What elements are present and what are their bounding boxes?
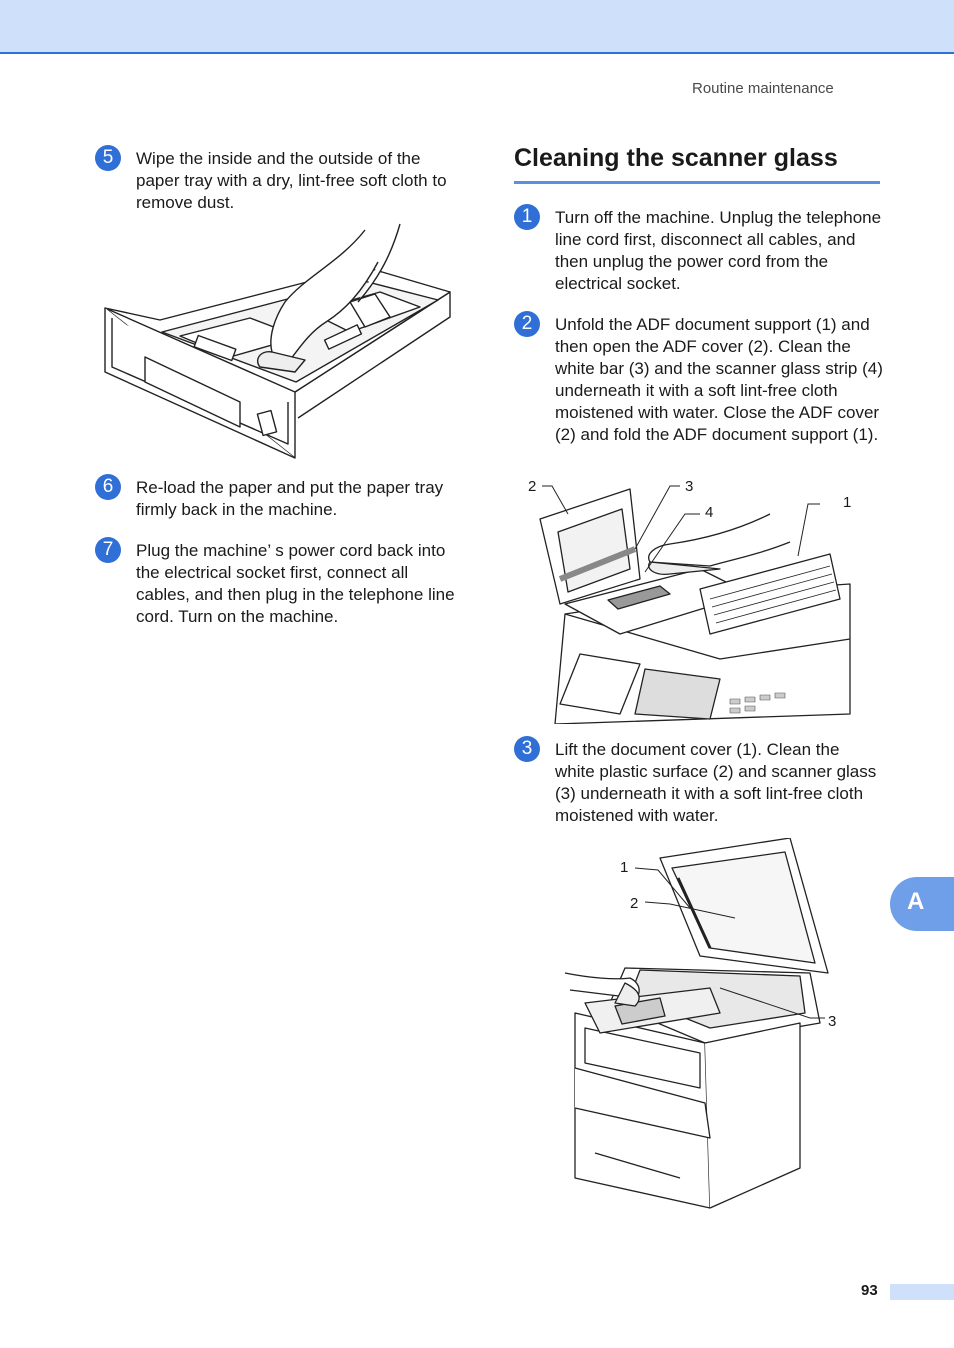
step-5: 5 Wipe the inside and the outside of the… [95,145,466,214]
step-text: Lift the document cover (1). Clean the w… [555,740,877,825]
step-number-badge: 2 [514,311,540,337]
top-header-band [0,0,954,54]
callout-2: 2 [528,478,536,495]
callout-1: 1 [843,494,851,511]
step-number-badge: 5 [95,145,121,171]
page-number: 93 [861,1282,878,1299]
scanner-glass-illustration: 1 2 3 [564,838,836,1209]
step-number-badge: 3 [514,736,540,762]
callout-2: 2 [630,895,638,912]
step-text: Re-load the paper and put the paper tray… [136,478,444,519]
running-header: Routine maintenance [692,80,834,97]
step-text: Unfold the ADF document support (1) and … [555,315,883,444]
step-number-badge: 1 [514,204,540,230]
step-number-badge: 6 [95,474,121,500]
callout-1: 1 [620,859,628,876]
step-number-badge: 7 [95,537,121,563]
step-6: 6 Re-load the paper and put the paper tr… [95,474,466,521]
step-3: 3 Lift the document cover (1). Clean the… [514,736,883,827]
step-2: 2 Unfold the ADF document support (1) an… [514,311,883,446]
step-text: Turn off the machine. Unplug the telepho… [555,208,882,293]
appendix-tab: A [890,877,954,931]
footer-band [890,1284,954,1300]
section-title: Cleaning the scanner glass [514,144,838,172]
paper-tray-illustration [104,223,451,459]
appendix-tab-label: A [907,888,925,915]
adf-cleaning-illustration: 2 3 4 1 [528,478,851,724]
step-1: 1 Turn off the machine. Unplug the telep… [514,204,883,295]
callout-3: 3 [685,478,693,495]
callout-3: 3 [828,1013,836,1030]
callout-4: 4 [705,504,713,521]
step-text: Plug the machine’ s power cord back into… [136,541,455,626]
step-7: 7 Plug the machine’ s power cord back in… [95,537,466,628]
title-underline [514,181,880,184]
step-text: Wipe the inside and the outside of the p… [136,149,447,212]
